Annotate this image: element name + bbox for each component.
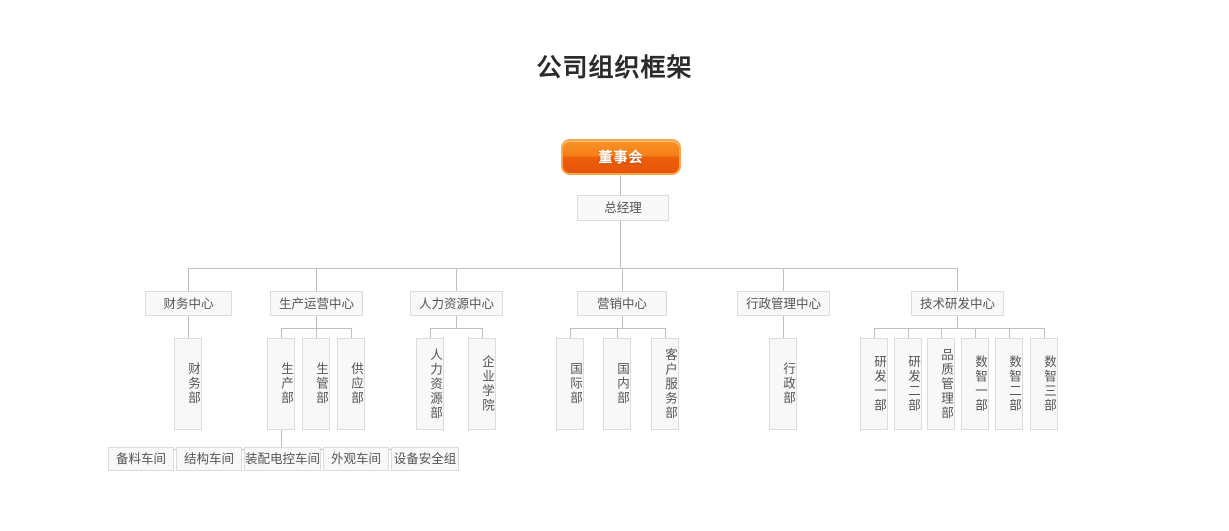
node-dept-rd-one-label: 研发一部 xyxy=(872,355,887,413)
connector-rd-to-dept-5 xyxy=(1009,328,1010,338)
connector-gm-to-bus xyxy=(620,221,621,268)
node-dept-corporate-academy-label: 企业学院 xyxy=(480,355,495,413)
node-dept-customer-service[interactable]: 客户服务部 xyxy=(651,338,679,430)
node-workshop-assembly-electrical-control-label: 装配电控车间 xyxy=(245,451,321,467)
node-dept-digital-intelligence-two[interactable]: 数智二部 xyxy=(995,338,1023,430)
connector-rd-to-dept-3 xyxy=(941,328,942,338)
node-dept-corporate-academy[interactable]: 企业学院 xyxy=(468,338,496,430)
node-workshop-material-preparation-label: 备料车间 xyxy=(116,451,167,467)
node-center-marketing[interactable]: 营销中心 xyxy=(577,291,667,316)
node-dept-administration[interactable]: 行政部 xyxy=(769,338,797,430)
connector-rd-to-dept-1 xyxy=(874,328,875,338)
connector-production-stem xyxy=(316,316,317,328)
connector-marketing-to-dept-2 xyxy=(617,328,618,338)
connector-rd-to-dept-4 xyxy=(975,328,976,338)
connector-marketing-to-dept-3 xyxy=(665,328,666,338)
node-center-technology-rd[interactable]: 技术研发中心 xyxy=(911,291,1004,316)
connector-bus-to-center-4 xyxy=(622,268,623,291)
connector-marketing-stem xyxy=(622,316,623,328)
node-dept-digital-intelligence-three-label: 数智三部 xyxy=(1042,355,1057,413)
connector-bus-to-center-5 xyxy=(783,268,784,291)
node-general-manager-label: 总经理 xyxy=(604,200,642,216)
node-dept-digital-intelligence-one[interactable]: 数智一部 xyxy=(961,338,989,430)
connector-centers-bus xyxy=(188,268,957,269)
node-center-production-operations-label: 生产运营中心 xyxy=(279,295,355,311)
connector-production-dept-stem xyxy=(281,430,282,449)
node-dept-digital-intelligence-two-label: 数智二部 xyxy=(1007,355,1022,413)
connector-marketing-bus xyxy=(570,328,666,329)
connector-bus-to-center-2 xyxy=(316,268,317,291)
node-workshop-equipment-safety-group[interactable]: 设备安全组 xyxy=(391,447,459,471)
node-center-finance-label: 财务中心 xyxy=(163,295,214,311)
node-dept-customer-service-label: 客户服务部 xyxy=(663,347,678,421)
node-dept-production-management[interactable]: 生管部 xyxy=(302,338,330,430)
node-workshop-equipment-safety-group-label: 设备安全组 xyxy=(393,451,457,467)
node-center-human-resources-label: 人力资源中心 xyxy=(419,295,495,311)
node-dept-production-label: 生产部 xyxy=(279,362,294,406)
node-dept-domestic[interactable]: 国内部 xyxy=(603,338,631,430)
node-dept-finance-label: 财务部 xyxy=(186,362,201,406)
node-workshop-appearance-label: 外观车间 xyxy=(331,451,382,467)
node-dept-administration-label: 行政部 xyxy=(781,362,796,406)
connector-rd-to-dept-6 xyxy=(1044,328,1045,338)
node-dept-supply[interactable]: 供应部 xyxy=(337,338,365,430)
node-workshop-appearance[interactable]: 外观车间 xyxy=(323,447,389,471)
connector-production-to-dept-3 xyxy=(351,328,352,338)
node-dept-digital-intelligence-one-label: 数智一部 xyxy=(973,355,988,413)
connector-bus-to-center-3 xyxy=(456,268,457,291)
node-dept-quality-management-label: 品质管理部 xyxy=(939,347,954,421)
node-board-of-directors-label: 董事会 xyxy=(598,150,644,166)
node-dept-production-management-label: 生管部 xyxy=(314,362,329,406)
node-dept-finance[interactable]: 财务部 xyxy=(174,338,202,430)
node-dept-international[interactable]: 国际部 xyxy=(556,338,584,430)
connector-hr-to-dept-2 xyxy=(482,328,483,338)
node-workshop-material-preparation[interactable]: 备料车间 xyxy=(108,447,174,471)
connector-bus-to-center-6 xyxy=(957,268,958,291)
node-dept-domestic-label: 国内部 xyxy=(615,362,630,406)
node-dept-quality-management[interactable]: 品质管理部 xyxy=(927,338,955,430)
node-dept-supply-label: 供应部 xyxy=(349,362,364,406)
node-general-manager[interactable]: 总经理 xyxy=(577,195,669,221)
node-dept-human-resources[interactable]: 人力资源部 xyxy=(416,338,444,430)
node-workshop-assembly-electrical-control[interactable]: 装配电控车间 xyxy=(244,447,321,471)
page-title: 公司组织框架 xyxy=(536,53,693,82)
connector-finance-to-dept xyxy=(188,316,189,338)
node-center-administration[interactable]: 行政管理中心 xyxy=(737,291,830,316)
node-center-marketing-label: 营销中心 xyxy=(596,295,647,311)
connector-production-to-dept-2 xyxy=(316,328,317,338)
connector-hr-stem xyxy=(456,316,457,328)
node-center-production-operations[interactable]: 生产运营中心 xyxy=(270,291,363,316)
node-dept-international-label: 国际部 xyxy=(568,362,583,406)
node-board-of-directors[interactable]: 董事会 xyxy=(561,139,681,175)
connector-administration-to-dept xyxy=(783,316,784,338)
connector-hr-to-dept-1 xyxy=(430,328,431,338)
node-dept-digital-intelligence-three[interactable]: 数智三部 xyxy=(1030,338,1058,430)
node-dept-rd-two[interactable]: 研发二部 xyxy=(894,338,922,430)
node-workshop-structure-label: 结构车间 xyxy=(184,451,235,467)
connector-production-to-dept-1 xyxy=(281,328,282,338)
node-dept-production[interactable]: 生产部 xyxy=(267,338,295,430)
node-workshop-structure[interactable]: 结构车间 xyxy=(176,447,242,471)
node-center-administration-label: 行政管理中心 xyxy=(746,295,822,311)
connector-root-to-gm xyxy=(620,175,621,195)
node-center-human-resources[interactable]: 人力资源中心 xyxy=(410,291,503,316)
node-dept-rd-two-label: 研发二部 xyxy=(906,355,921,413)
connector-hr-bus xyxy=(430,328,483,329)
node-center-technology-rd-label: 技术研发中心 xyxy=(920,295,996,311)
connector-bus-to-center-1 xyxy=(188,268,189,291)
connector-rd-bus xyxy=(874,328,1045,329)
connector-rd-to-dept-2 xyxy=(908,328,909,338)
node-center-finance[interactable]: 财务中心 xyxy=(145,291,232,316)
connector-marketing-to-dept-1 xyxy=(570,328,571,338)
node-dept-human-resources-label: 人力资源部 xyxy=(428,347,443,421)
connector-rd-stem xyxy=(957,316,958,328)
node-dept-rd-one[interactable]: 研发一部 xyxy=(860,338,888,430)
